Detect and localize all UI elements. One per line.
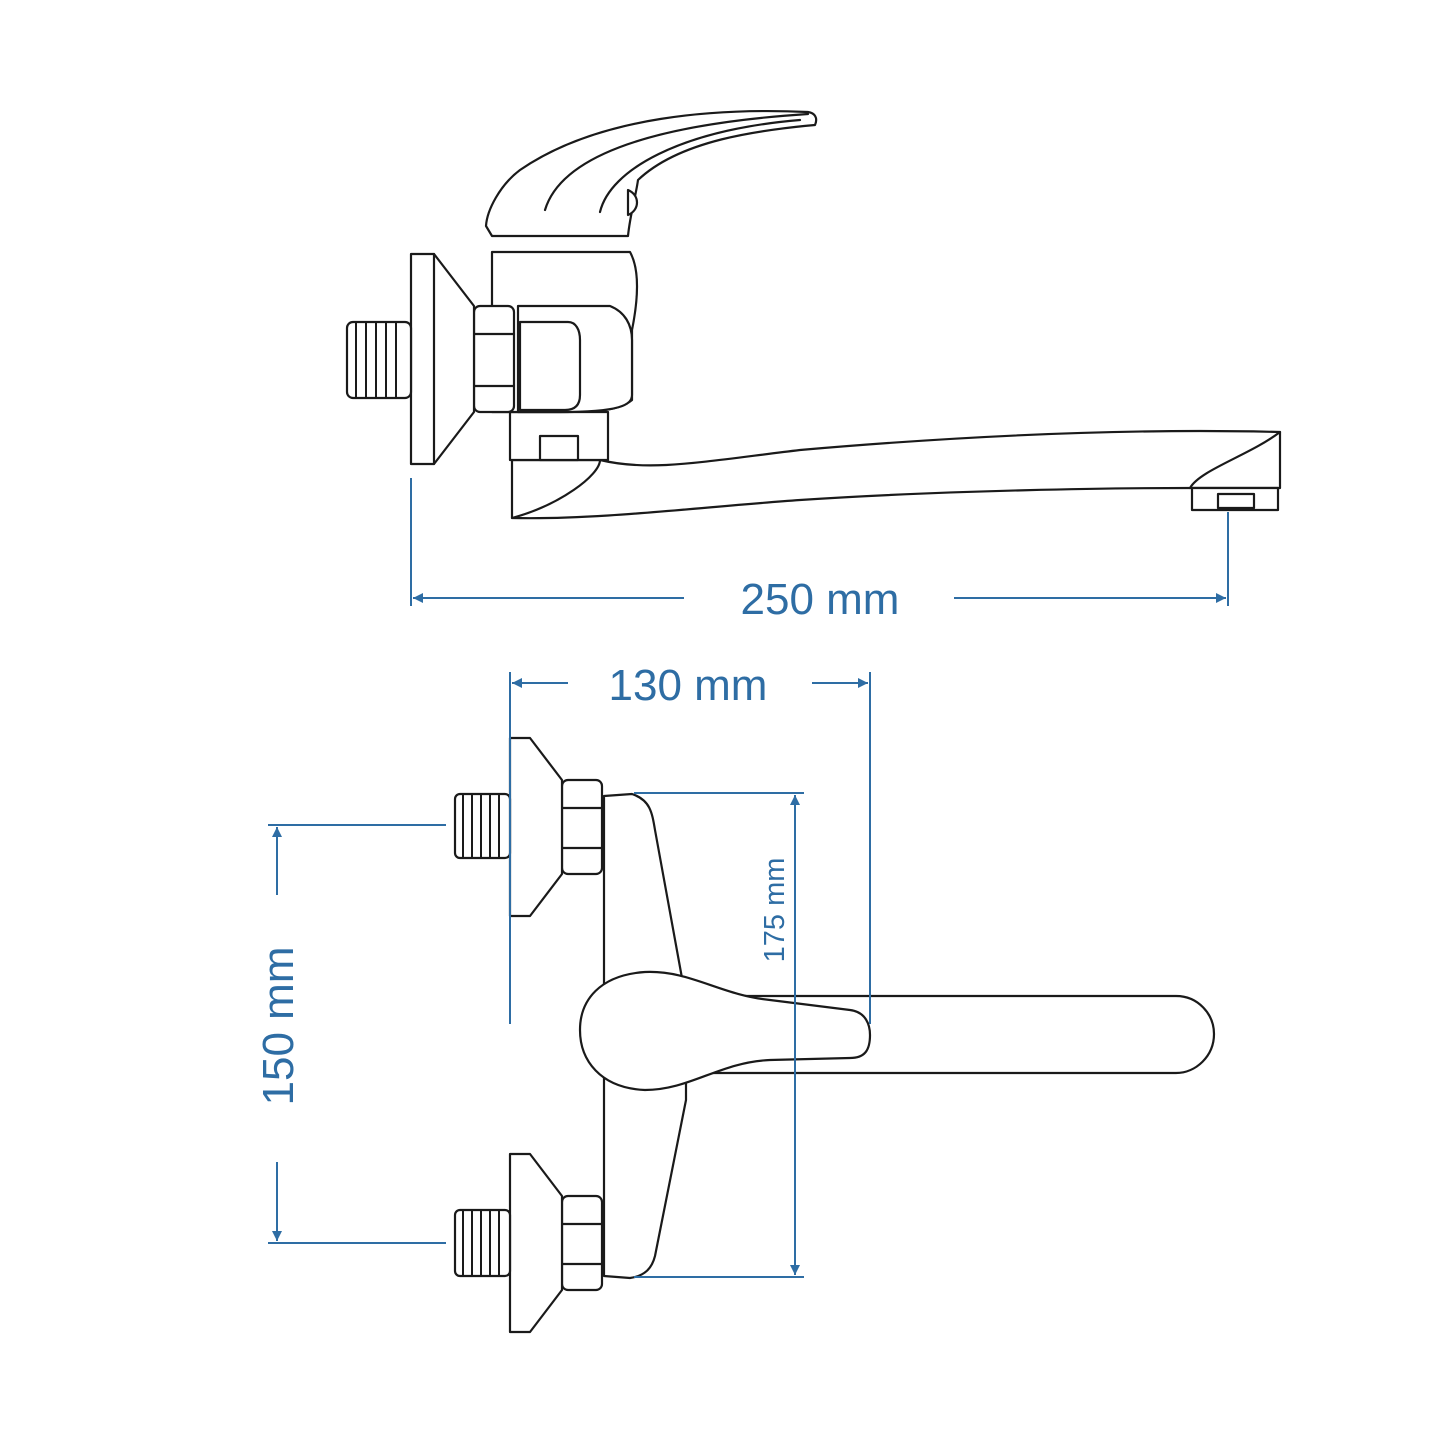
dimension-label-250: 250 mm <box>741 575 900 624</box>
spout-bevel-line <box>510 458 602 520</box>
mixer-body-inner <box>518 320 582 412</box>
hex-nut-top-upper <box>560 778 604 876</box>
side-view <box>345 109 1282 520</box>
wall-flange-top-lower <box>508 1152 564 1334</box>
wall-flange-side <box>409 252 476 466</box>
lever-handle-side <box>484 109 818 238</box>
dimension-label-130: 130 mm <box>609 661 768 710</box>
lever-handle-crease-2 <box>598 118 802 214</box>
thread-lines-side <box>355 322 397 398</box>
dimension-overall-length: 250 mm <box>410 478 1229 624</box>
eccentric-thread-top-lower <box>453 1208 512 1278</box>
lever-handle-top <box>578 970 872 1092</box>
body-base-slot <box>538 434 580 462</box>
aerator-insert <box>1216 492 1256 510</box>
lever-handle-crease <box>543 112 810 212</box>
dimension-projection: 130 mm <box>509 661 871 1024</box>
top-view <box>453 736 1216 1334</box>
thread-lines-top-upper <box>462 794 500 858</box>
wall-flange-top-upper <box>508 736 564 918</box>
dimension-label-150: 150 mm <box>254 947 303 1106</box>
dimension-inlet-spacing: 150 mm <box>254 824 446 1244</box>
spout-side <box>510 429 1282 520</box>
hex-nut-top-lower <box>560 1194 604 1292</box>
spout-tip-curve <box>1188 430 1282 490</box>
hex-nut-side <box>472 304 516 414</box>
dimension-body-length: 175 mm <box>634 792 804 1278</box>
dimension-label-175: 175 mm <box>759 858 791 963</box>
lever-pivot <box>626 188 639 217</box>
thread-lines-top-lower <box>462 1210 500 1276</box>
